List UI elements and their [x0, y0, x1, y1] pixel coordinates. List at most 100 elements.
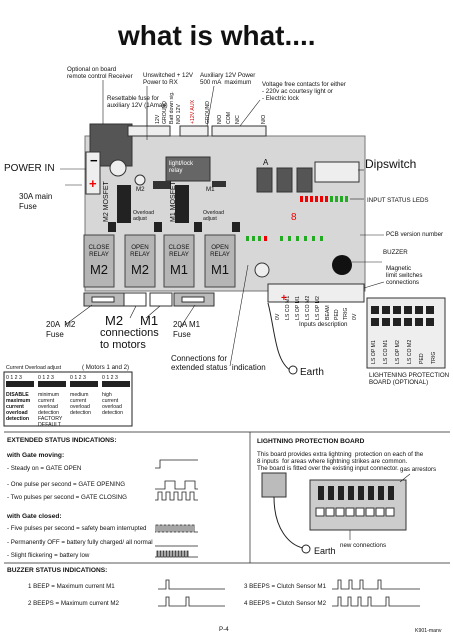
- m1-fuse-label: 20A M1 Fuse: [173, 320, 201, 339]
- lp-term-0: LS OP M1: [371, 340, 377, 364]
- status-row-1: - One pulse per second = GATE OPENING: [7, 481, 126, 488]
- light-lock-relay: [165, 156, 211, 182]
- status-row-0: - Steady on = GATE OPEN: [7, 465, 82, 472]
- board-m1-label: M1: [206, 186, 215, 193]
- aux-fuse-callout: Resettable fuse for auxiliary 12V (1Amax…: [107, 95, 168, 109]
- m1-mosfet-label: M1 MOSFET: [170, 181, 177, 222]
- lp-term-3: LS CO M2: [407, 339, 413, 364]
- board-m2-label: M2: [136, 186, 145, 193]
- input-term-8: 0V: [352, 313, 358, 320]
- relay-open-m1-label: OPEN RELAY: [210, 244, 230, 258]
- input-term-0: 0V: [275, 313, 281, 320]
- svg-text:+: +: [281, 293, 287, 304]
- gate-closed-heading: with Gate closed:: [7, 513, 62, 520]
- board-a-label: A: [263, 158, 269, 167]
- lp-term-1: LS CO M1: [383, 339, 389, 364]
- term-no: N/O: [217, 114, 223, 124]
- remote-callout: Optional on board remote control Receive…: [67, 66, 133, 80]
- term-batt: Batt down sig.: [169, 91, 175, 124]
- buzzer-item-2: 3 BEEPS = Clutch Sensor M1: [244, 583, 327, 590]
- buzzer-graphic: [332, 255, 352, 275]
- page-number: P-4: [219, 626, 229, 633]
- overload-option-0: DISABLE maximum current overload detecti…: [6, 392, 31, 422]
- relay-close-m2-motor: M2: [89, 262, 109, 277]
- lp-term-2: LS OP M2: [395, 340, 401, 364]
- power-terminal: [85, 151, 101, 195]
- status-leds: [300, 196, 348, 202]
- m2-mosfet-label: M2 MOSFET: [103, 181, 110, 222]
- overload-pins-2: 0 1 2 3: [70, 375, 86, 381]
- overload-option-3: high current overload detection: [102, 392, 124, 416]
- aux12-callout: Auxiliary 12V Power 500 mA maximum: [200, 72, 256, 86]
- m1-overload-label: Overload adjust: [203, 210, 225, 222]
- status-waveforms: [155, 459, 198, 558]
- input-term-3: LS CO M2: [305, 295, 311, 320]
- lightning-board-label: LIGHTENING PROTECTION BOARD (OPTIONAL): [369, 372, 450, 386]
- gate-moving-heading: with Gate moving:: [7, 452, 65, 459]
- new-connections-label: new connections: [340, 542, 387, 549]
- relay-close-m1-label: CLOSE RELAY: [168, 244, 190, 258]
- relay-open-m2-motor: M2: [130, 262, 150, 277]
- buzzer-status-title: BUZZER STATUS INDICATIONS:: [7, 567, 108, 574]
- lightning-earth-label: Earth: [314, 546, 336, 556]
- lp-term-5: TRIG: [431, 351, 437, 364]
- input-status-label: INPUT STATUS LEDS: [367, 197, 429, 204]
- voltage-free-callout: Voltage free contacts for either - 220v …: [262, 81, 346, 102]
- status-row-4: - Permanently OFF = battery fully charge…: [7, 539, 153, 546]
- term-12v: 12V: [155, 114, 161, 124]
- light-lock-relay-label: light/lock relay: [169, 160, 194, 174]
- status-row-5: - Slight flickering = battery low: [7, 552, 90, 559]
- term-ground2: GROUND: [205, 100, 211, 124]
- buzzer-item-1: 2 BEEPS = Maximum current M2: [28, 600, 119, 607]
- pcb-version-label: PCB version number: [386, 231, 444, 238]
- relay-close-m1-motor: M1: [169, 262, 189, 277]
- extended-status-title: EXTENDED STATUS INDICATIONS:: [7, 437, 117, 444]
- earth-label: Earth: [300, 367, 324, 378]
- overload-panel-header: Current Overload adjust: [6, 365, 62, 371]
- term-aux: +12V AUX: [190, 99, 196, 124]
- relay-close-m2-label: CLOSE RELAY: [88, 244, 110, 258]
- status-row-2: - Two pulses per second = GATE CLOSING: [7, 494, 127, 501]
- overload-pins-1: 0 1 2 3: [38, 375, 54, 381]
- svg-text:8: 8: [291, 212, 297, 223]
- input-term-1: LS CO M1: [285, 295, 291, 320]
- m2-fuse-label: 20A M2 Fuse: [46, 320, 76, 339]
- input-term-4: LS OP M2: [315, 296, 321, 320]
- m2-connection-big: M2: [105, 313, 124, 328]
- input-term-6: PED: [334, 309, 340, 320]
- buzzer-waveforms: [158, 579, 420, 607]
- term-no12v: N/O 12V: [176, 104, 182, 124]
- relay-open-m1-motor: M1: [210, 262, 230, 277]
- input-term-5: BEAM: [325, 305, 331, 320]
- lightning-description: This board provides extra lightning prot…: [257, 451, 424, 472]
- overload-option-2: medium current overload detection: [70, 392, 92, 416]
- m1-connection-big: M1: [140, 313, 159, 328]
- lp-term-4: PED: [419, 353, 425, 364]
- input-term-7: TRIG: [343, 307, 349, 320]
- input-terminal-block: [267, 283, 365, 303]
- svg-text:+: +: [89, 176, 97, 191]
- overload-pins-3: 0 1 2 3: [102, 375, 118, 381]
- extended-status-connections-label: Connections for extended status indicati…: [171, 354, 266, 372]
- gas-arrestors-label: gas arrestors: [400, 466, 437, 473]
- term-ground: GROUND: [162, 100, 168, 124]
- power-in-label: POWER IN: [4, 163, 55, 174]
- document-code: K901-manv: [415, 628, 442, 634]
- dipswitch-block: [314, 161, 360, 183]
- term-com: COM: [226, 111, 232, 124]
- dipswitch-label: Dipswitch: [365, 157, 417, 171]
- inputs-description-label: Inputs description: [299, 321, 348, 328]
- magnetic-label: Magnetic limit switches connections: [386, 265, 423, 286]
- term-nc: N/C: [235, 115, 241, 124]
- input-term-2: LS OP M1: [295, 296, 301, 320]
- connections-label: connections to motors: [100, 327, 159, 351]
- overload-option-1: minimum current overload detection FACTO…: [38, 392, 63, 428]
- overload-pins-0: 0 1 2 3: [6, 375, 22, 381]
- relay-open-m2-label: OPEN RELAY: [130, 244, 150, 258]
- overload-panel-header2: ( Motors 1 and 2): [82, 364, 130, 371]
- main-fuse-label: 30A main Fuse: [19, 192, 53, 211]
- page-title: what is what....: [118, 20, 316, 51]
- status-row-3: - Five pulses per second = safety beam i…: [7, 525, 147, 532]
- svg-text:−: −: [90, 153, 98, 168]
